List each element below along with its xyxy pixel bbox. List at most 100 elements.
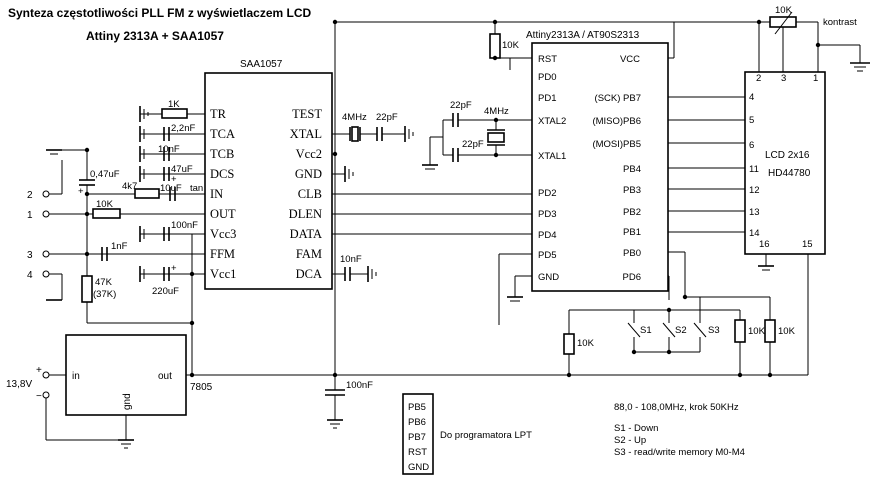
saa-left-network: 1K 2,2nF 10nF 47uF + 4k7 10uF tan 10K xyxy=(46,99,205,375)
saa-pin-vcc1: Vcc1 xyxy=(210,267,236,281)
regulator-7805: in out gnd 7805 xyxy=(65,334,213,416)
diagram-title: Synteza częstotliwości PLL FM z wyświetl… xyxy=(8,6,312,20)
mcu-pin-gnd: GND xyxy=(538,272,559,283)
mcu-pin-pb2: PB2 xyxy=(623,207,641,218)
lcd-pin-3: 3 xyxy=(781,73,786,84)
saa-pin-dca: DCA xyxy=(296,267,322,281)
lpt-pin-pb7: PB7 xyxy=(408,432,426,443)
connector-pin-2: 2 xyxy=(27,190,33,201)
note-s3: S3 - read/write memory M0-M4 xyxy=(614,447,745,458)
c-047uf-plus: + xyxy=(78,186,84,197)
lpt-label: Do programatora LPT xyxy=(440,430,532,441)
c-100nf-main: 100nF xyxy=(346,380,373,391)
c-22pf-saa: 22pF xyxy=(376,112,398,123)
switch-s2[interactable]: S2 xyxy=(675,325,687,336)
saa-pin-gnd: GND xyxy=(295,167,322,181)
c-10uf-tan: tan xyxy=(190,183,203,194)
c-10uf: 10uF xyxy=(160,183,182,194)
c-10nf-tcb: 10nF xyxy=(158,144,180,155)
r-47k: 47K xyxy=(95,277,113,288)
note-s2: S2 - Up xyxy=(614,435,646,446)
c-47uf-plus: + xyxy=(171,174,177,185)
lpt-pin-pb5: PB5 xyxy=(408,402,426,413)
saa-pin-fam: FAM xyxy=(296,247,322,261)
r-10k-out: 10K xyxy=(96,199,114,210)
switch-s3[interactable]: S3 xyxy=(708,325,720,336)
lcd-pin-11: 11 xyxy=(749,164,759,175)
saa-pin-out: OUT xyxy=(210,207,236,221)
mcu-pin-pd0: PD0 xyxy=(538,72,556,83)
lcd-pin-1: 1 xyxy=(813,73,818,84)
r-1k: 1K xyxy=(168,99,180,110)
lcd-pin-16: 16 xyxy=(759,239,770,250)
mcu-pin-pd3: PD3 xyxy=(538,209,556,220)
c-100nf-vcc3: 100nF xyxy=(171,220,198,231)
connector-pin-4: 4 xyxy=(27,270,33,281)
c-220uf: 220uF xyxy=(152,286,179,297)
lcd-pin-12: 12 xyxy=(749,185,760,196)
lcd-pin-13: 13 xyxy=(749,207,760,218)
reg-gnd-label: gnd xyxy=(122,393,133,410)
mcu-pin-pb0: PB0 xyxy=(623,248,641,259)
c-220uf-plus: + xyxy=(171,263,177,274)
reg-in-label: in xyxy=(72,371,80,382)
mcu-pin-pb6: (MISO)PB6 xyxy=(592,116,641,127)
mcu-pin-pd2: PD2 xyxy=(538,188,556,199)
saa-pin-dlen: DLEN xyxy=(289,207,322,221)
saa-pin-in: IN xyxy=(210,187,223,201)
saa-pin-vcc3: Vcc3 xyxy=(210,227,236,241)
c-047uf: 0,47uF xyxy=(90,169,120,180)
lcd-pin-6: 6 xyxy=(749,140,754,151)
r-10k-s3: 10K xyxy=(778,326,796,337)
xtal-4mhz-mcu: 4MHz xyxy=(484,106,509,117)
saa-pin-xtal: XTAL xyxy=(290,127,322,141)
r-10k-rst: 10K xyxy=(502,40,520,51)
r-37k: (37K) xyxy=(93,289,116,300)
reg-name: 7805 xyxy=(190,382,213,393)
lcd-pin-2: 2 xyxy=(756,73,761,84)
lcd-model: HD44780 xyxy=(768,168,811,179)
lpt-pin-pb6: PB6 xyxy=(408,417,426,428)
lcd-module: 2 3 1 4 5 6 11 12 13 14 16 15 LCD 2x16 H… xyxy=(744,71,826,255)
mcu-pin-pd1: PD1 xyxy=(538,93,556,104)
input-connectors: 2 1 3 4 + − 13,8V xyxy=(6,160,134,449)
mcu-pin-pb4: PB4 xyxy=(623,164,641,175)
pot-10k: 10K xyxy=(775,5,793,16)
mcu-pin-pd6: PD6 xyxy=(623,272,641,283)
saa-pin-dcs: DCS xyxy=(210,167,234,181)
mcu-pin-pb1: PB1 xyxy=(623,227,641,238)
junction-dots xyxy=(84,19,821,378)
power-rails: 100nF xyxy=(186,21,818,429)
lcd-contrast-network: 10K kontrast xyxy=(758,5,870,375)
saa-pin-ffm: FFM xyxy=(210,247,235,261)
c-22pf-a: 22pF xyxy=(450,100,472,111)
c-22pf-b: 22pF xyxy=(462,139,484,150)
saa1057-chip: SAA1057 TR TCA TCB DCS IN OUT Vcc3 FFM V… xyxy=(204,59,333,290)
r-10k-s2: 10K xyxy=(748,326,766,337)
switch-network: S1 S2 S3 10K 10K xyxy=(627,96,796,375)
r-10k-pd5: 10K xyxy=(577,338,595,349)
mcu-pin-xtal1: XTAL1 xyxy=(538,151,566,162)
mcu-pin-pd5: PD5 xyxy=(538,250,556,261)
saa-pin-data: DATA xyxy=(290,227,322,241)
saa-pin-tcb: TCB xyxy=(210,147,234,161)
saa-pin-tca: TCA xyxy=(210,127,235,141)
switch-s1[interactable]: S1 xyxy=(640,325,652,336)
reg-out-label: out xyxy=(158,371,172,382)
attiny-label: Attiny2313A / AT90S2313 xyxy=(526,30,640,41)
lcd-pin-4: 4 xyxy=(749,92,754,103)
saa-pin-clb: CLB xyxy=(298,187,322,201)
lcd-pin-14: 14 xyxy=(749,228,760,239)
saa-pin-vcc2: Vcc2 xyxy=(296,147,322,161)
c-10nf-dca: 10nF xyxy=(340,254,362,265)
note-s1: S1 - Down xyxy=(614,423,658,434)
supply-voltage: 13,8V xyxy=(6,379,32,390)
mcu-pin-xtal2: XTAL2 xyxy=(538,116,566,127)
mcu-pin-pb5: (MOSI)PB5 xyxy=(592,139,641,150)
diagram-subtitle: Attiny 2313A + SAA1057 xyxy=(86,29,224,43)
mcu-pin-pb7: (SCK) PB7 xyxy=(595,93,641,104)
saa-right-network: 4MHz 22pF 10nF xyxy=(332,112,532,282)
connector-pin-3: 3 xyxy=(27,250,33,261)
c-47uf: 47uF xyxy=(171,164,193,175)
